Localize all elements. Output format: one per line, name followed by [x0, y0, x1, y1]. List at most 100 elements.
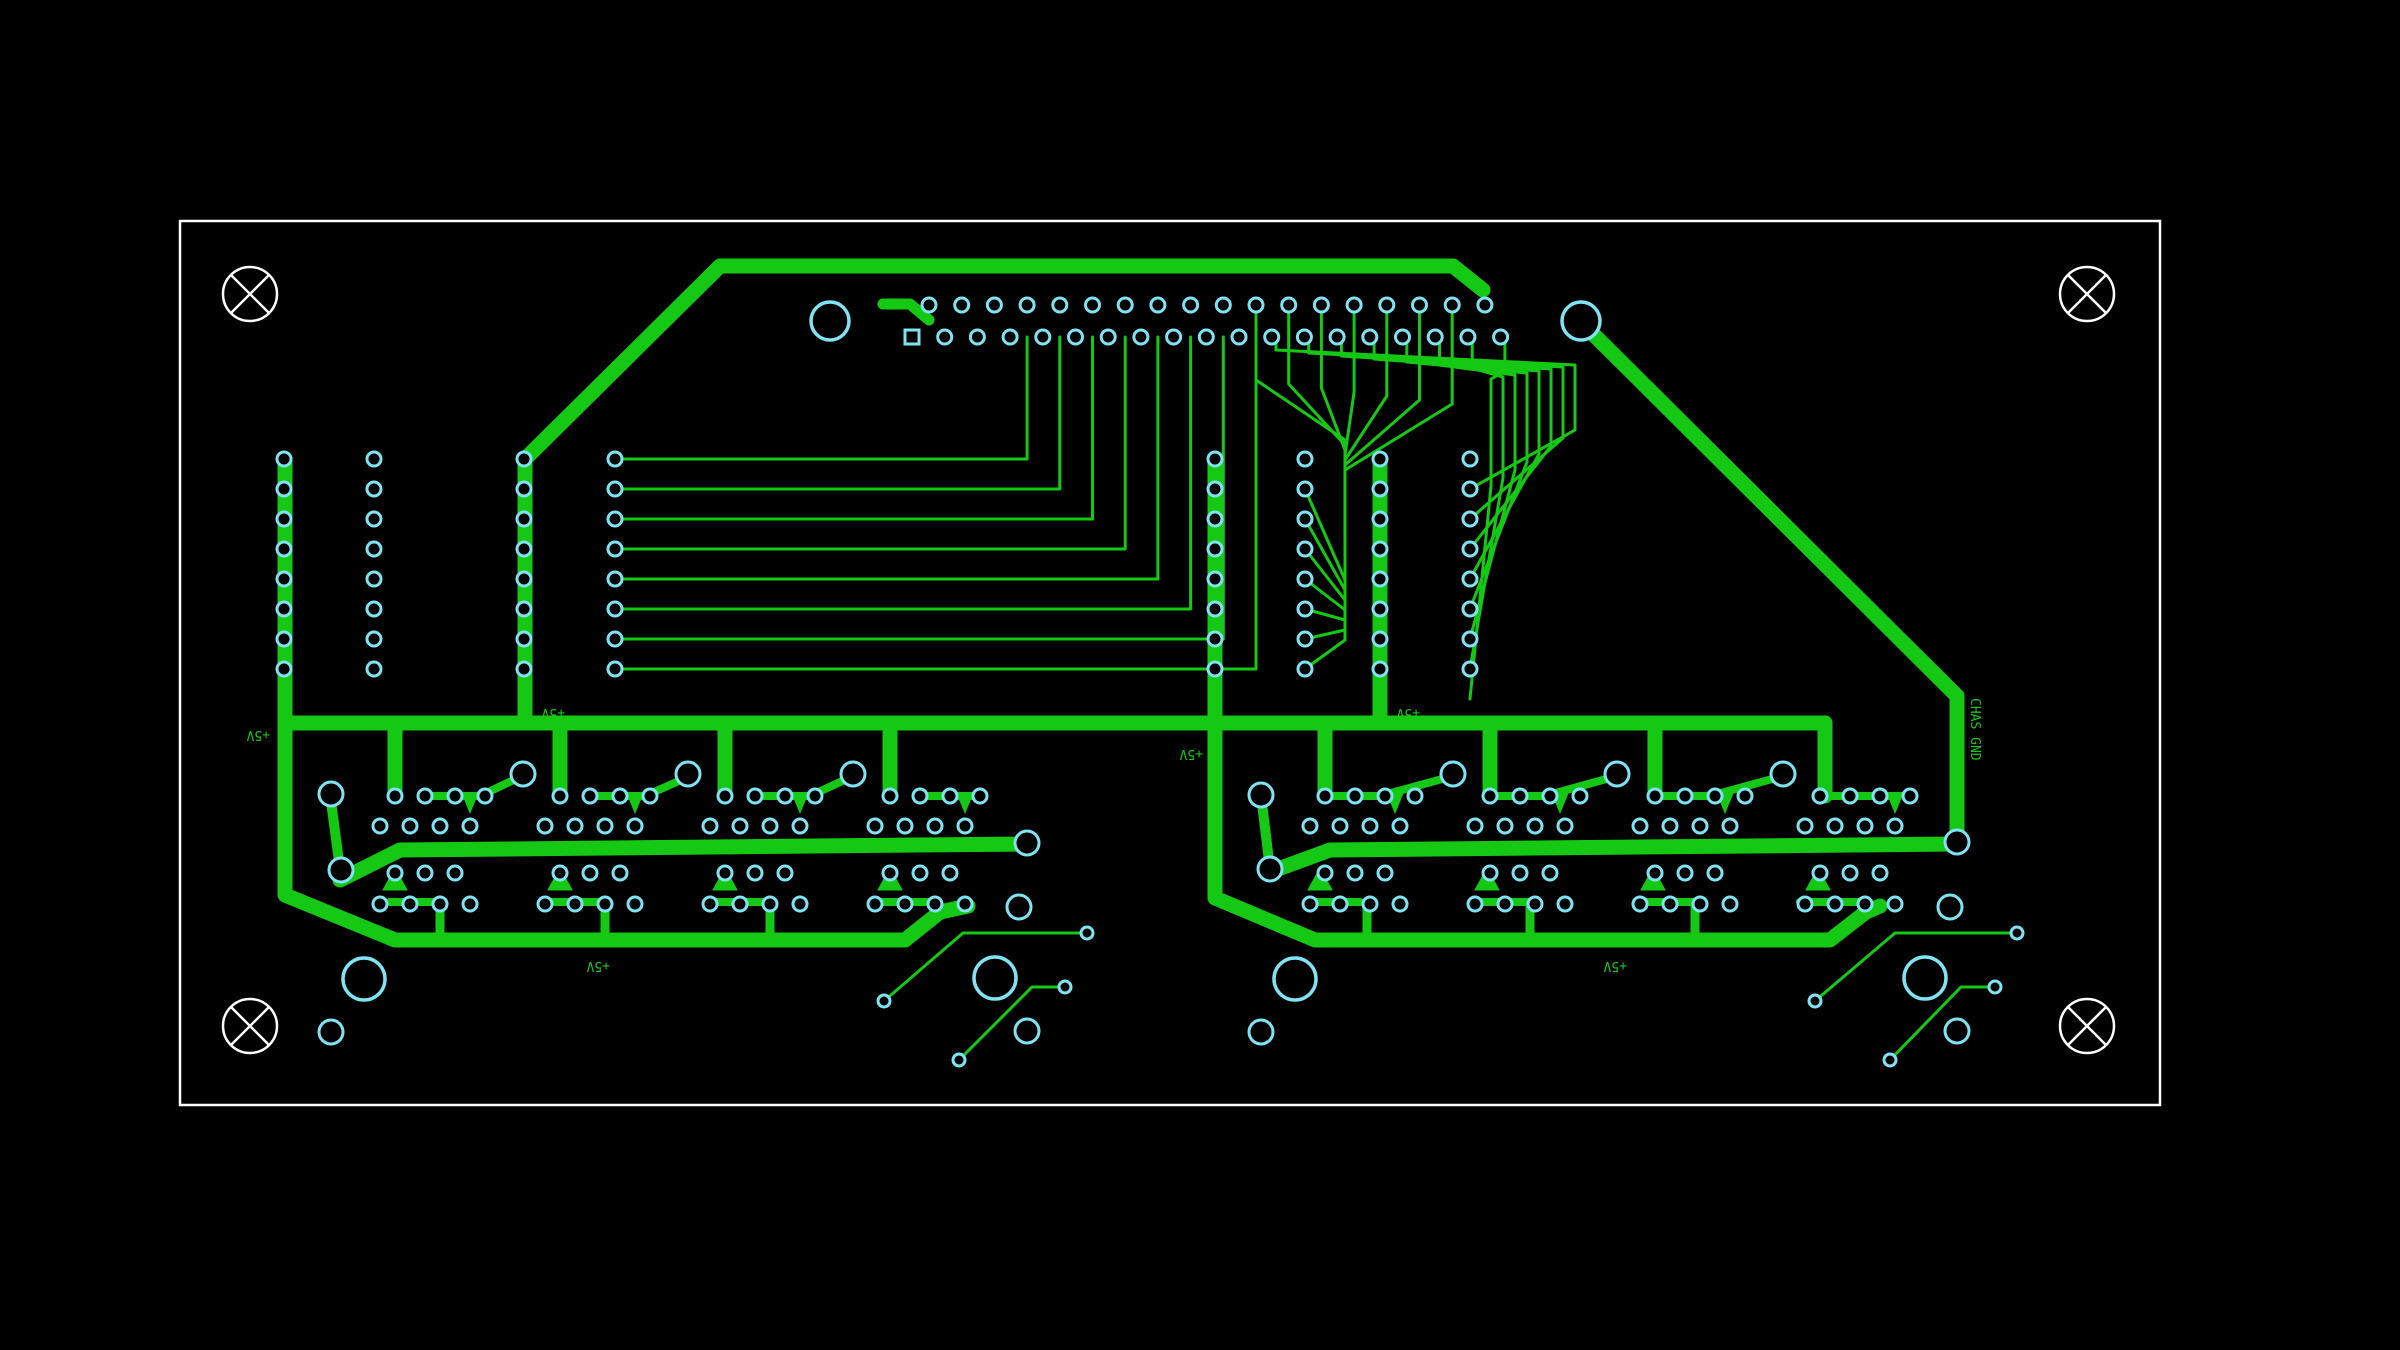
large-pad: [317, 780, 345, 808]
pad: [1661, 817, 1679, 835]
pin-pad: [275, 600, 293, 618]
pad: [951, 1052, 967, 1068]
label-v5-bottom-left: +5V: [586, 958, 610, 973]
signal-trace: [1303, 303, 1421, 641]
chassis-gnd-trace: [1572, 313, 1965, 848]
large-pad: [1902, 955, 1948, 1001]
pin-pad: [365, 450, 383, 468]
pad: [881, 787, 899, 805]
pad: [791, 817, 809, 835]
pin-pad: [515, 510, 533, 528]
signal-trace: [1888, 985, 1997, 1062]
pad: [1901, 787, 1919, 805]
pad: [1376, 864, 1394, 882]
bus-right: [1262, 836, 1963, 880]
header-pad: [1149, 296, 1167, 314]
header-pad: [920, 296, 938, 314]
pin-pad: [515, 540, 533, 558]
header-pad: [1247, 296, 1265, 314]
pin-pad: [606, 600, 624, 618]
pad: [1721, 895, 1739, 913]
pad: [461, 817, 479, 835]
pad: [1511, 864, 1529, 882]
pin-pad: [1206, 480, 1224, 498]
pad: [1331, 817, 1349, 835]
pad: [641, 787, 659, 805]
pin-pad: [515, 450, 533, 468]
pad: [1706, 787, 1724, 805]
pad: [896, 817, 914, 835]
pad: [386, 864, 404, 882]
pad: [731, 817, 749, 835]
copper-pad-fill: [626, 792, 644, 814]
pin-pad: [1296, 510, 1314, 528]
pin-pad: [1461, 600, 1479, 618]
large-pad: [1769, 760, 1797, 788]
pad: [446, 864, 464, 882]
signal-trace: [1303, 303, 1454, 671]
pad: [866, 817, 884, 835]
pad: [1811, 864, 1829, 882]
header-pad: [1051, 296, 1069, 314]
pad: [566, 895, 584, 913]
header-pad: [1443, 296, 1461, 314]
large-pad: [1272, 956, 1318, 1002]
large-pad: [1013, 829, 1041, 857]
pad: [1661, 895, 1679, 913]
large-pad: [1247, 781, 1275, 809]
pad: [1057, 979, 1073, 995]
header-pad: [1295, 328, 1313, 346]
mounting-hole-icon: [221, 997, 279, 1055]
pin-pad: [1371, 480, 1389, 498]
signal-trace: [1254, 303, 1347, 582]
large-pad: [1603, 760, 1631, 788]
pin-pad: [275, 660, 293, 678]
header-pad: [1230, 328, 1248, 346]
pad: [701, 895, 719, 913]
signal-trace: [1813, 931, 2019, 1003]
bus-left: [332, 836, 1033, 888]
pad: [1526, 817, 1544, 835]
pad: [776, 864, 794, 882]
pad: [1511, 787, 1529, 805]
pad: [1796, 817, 1814, 835]
pin-pad: [1206, 450, 1224, 468]
large-pad: [327, 856, 355, 884]
pad: [1691, 895, 1709, 913]
pin-pad: [606, 540, 624, 558]
pin-pad: [1206, 630, 1224, 648]
pin-pad: [365, 570, 383, 588]
pin-pad: [365, 660, 383, 678]
signal-trace: [1468, 335, 1505, 671]
header-pad: [1214, 296, 1232, 314]
signal-trace: [613, 335, 1029, 461]
header-pad: [1328, 328, 1346, 346]
signal-trace: [613, 335, 1127, 551]
header-pad: [953, 296, 971, 314]
pad: [866, 895, 884, 913]
label-v5-rail-right: +5V: [1396, 705, 1420, 720]
pin-pad: [606, 570, 624, 588]
board-outline: [178, 219, 2162, 1107]
pin-pad: [1206, 600, 1224, 618]
pin-pad: [1461, 660, 1479, 678]
pin-pad: [1296, 600, 1314, 618]
large-pad: [1247, 1018, 1275, 1046]
copper-pad-fill: [791, 792, 809, 814]
header-pad: [968, 328, 986, 346]
large-pad: [317, 1018, 345, 1046]
pad: [911, 787, 929, 805]
pad: [581, 787, 599, 805]
pad: [1361, 895, 1379, 913]
pad: [1676, 787, 1694, 805]
header-pad: [1411, 296, 1428, 314]
header-pad: [1132, 328, 1150, 346]
pad: [1871, 787, 1889, 805]
large-pad: [972, 955, 1018, 1001]
large-pad: [1439, 760, 1467, 788]
pin-pad: [1371, 660, 1389, 678]
pad: [416, 787, 434, 805]
header-pad: [1492, 328, 1510, 346]
pad: [1079, 925, 1095, 941]
header-pad: [985, 296, 1003, 314]
